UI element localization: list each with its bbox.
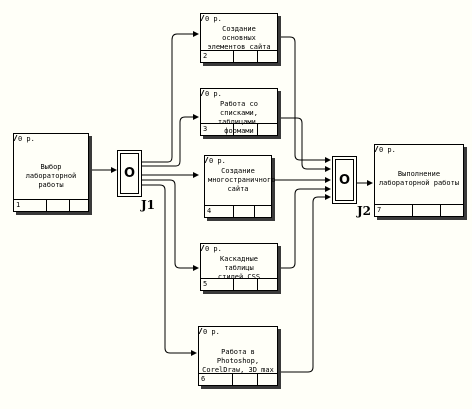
link-box6-j2 bbox=[278, 194, 331, 373]
junction-symbol: O bbox=[335, 159, 354, 201]
link-box2-j2 bbox=[278, 36, 331, 163]
activity-footer: 7 bbox=[375, 204, 463, 216]
activity-box-4[interactable]: 0 р. Создание многостраничного сайта 4 bbox=[204, 155, 276, 218]
activity-label: Работа со списками, таблицами, формами bbox=[217, 100, 261, 135]
link-box5-j2 bbox=[278, 186, 331, 269]
activity-footer: 2 bbox=[201, 50, 277, 62]
activity-number: 5 bbox=[201, 279, 235, 290]
activity-label: Выполнение лабораторной работы bbox=[378, 170, 460, 187]
activity-box-7[interactable]: 0 р. Выполнение лабораторной работы 7 bbox=[374, 144, 464, 217]
activity-footer: 4 bbox=[205, 205, 271, 217]
junction-j2-label: J2 bbox=[357, 204, 372, 218]
link-j1-box2 bbox=[141, 31, 199, 163]
activity-footer: 3 bbox=[201, 123, 277, 135]
activity-cost: 0 р. bbox=[205, 15, 222, 23]
activity-footer: 6 bbox=[199, 373, 277, 385]
link-box3-j2 bbox=[278, 117, 331, 172]
activity-number: 4 bbox=[205, 206, 235, 217]
activity-cost: 0 р. bbox=[379, 146, 396, 154]
junction-j2[interactable]: O bbox=[332, 156, 357, 204]
link-j1-box3 bbox=[141, 114, 199, 167]
activity-cost: 0 р. bbox=[205, 245, 222, 253]
link-j1-box6 bbox=[141, 184, 197, 356]
activity-label: Каскадные таблицы стилей CSS bbox=[217, 255, 261, 281]
activity-number: 7 bbox=[375, 205, 414, 216]
activity-cost: 0 р. bbox=[203, 328, 220, 336]
activity-box-3[interactable]: 0 р. Работа со списками, таблицами, форм… bbox=[200, 88, 278, 136]
activity-label: Создание основных элементов сайта bbox=[207, 25, 271, 51]
activity-label: Работа в Photoshop, CorelDraw, 3D max bbox=[202, 348, 274, 374]
activity-box-2[interactable]: 0 р. Создание основных элементов сайта 2 bbox=[200, 13, 278, 63]
link-j1-box5 bbox=[141, 179, 199, 271]
activity-label: Создание многостраничного сайта bbox=[208, 167, 276, 193]
activity-footer: 1 bbox=[14, 199, 88, 211]
activity-box-1[interactable]: 0 р. Выбор лабораторной работы 1 bbox=[13, 133, 89, 212]
activity-footer: 5 bbox=[201, 278, 277, 290]
activity-number: 3 bbox=[201, 124, 235, 135]
activity-cost: 0 р. bbox=[209, 157, 226, 165]
activity-box-5[interactable]: 0 р. Каскадные таблицы стилей CSS 5 bbox=[200, 243, 278, 291]
junction-symbol: O bbox=[120, 153, 139, 194]
activity-box-6[interactable]: 0 р. Работа в Photoshop, CorelDraw, 3D m… bbox=[198, 326, 278, 386]
junction-j1-label: J1 bbox=[141, 198, 156, 212]
activity-label: Выбор лабораторной работы bbox=[25, 163, 77, 189]
activity-number: 1 bbox=[14, 200, 47, 211]
activity-cost: 0 р. bbox=[205, 90, 222, 98]
activity-number: 2 bbox=[201, 51, 235, 62]
junction-j1[interactable]: O bbox=[117, 150, 142, 197]
activity-cost: 0 р. bbox=[18, 135, 35, 143]
activity-number: 6 bbox=[199, 374, 234, 385]
